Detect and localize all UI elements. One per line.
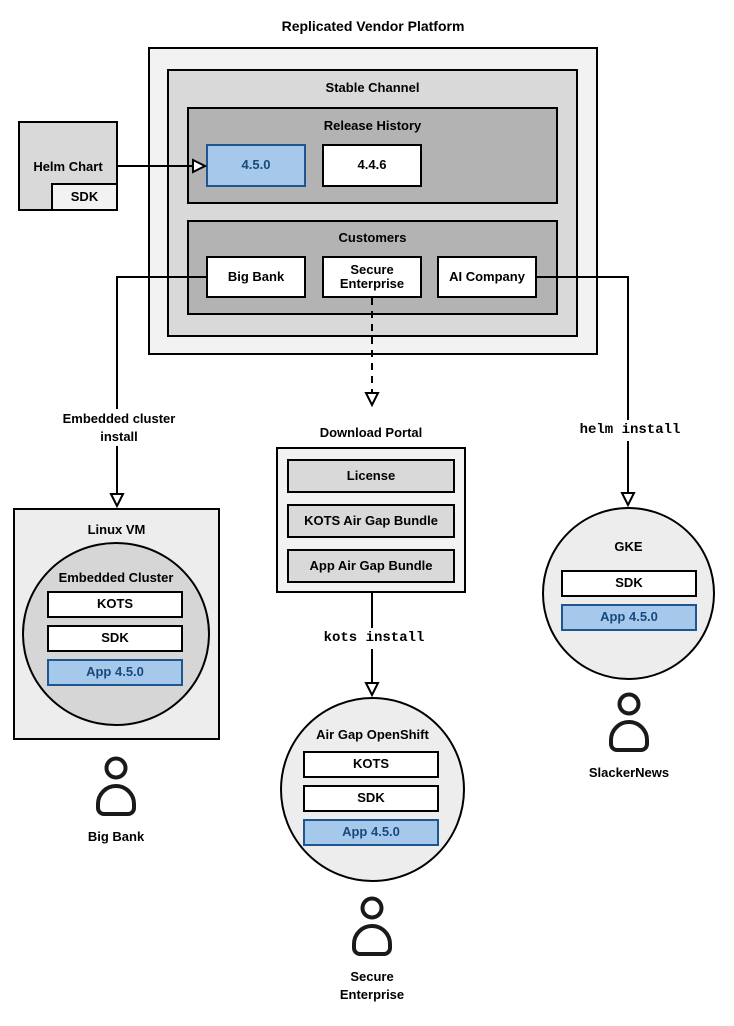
edge-label-embedded-cluster-install: Embedded cluster install (52, 409, 186, 447)
air-gap-openshift-label: Air Gap OpenShift (316, 727, 429, 742)
linux-vm-app: App 4.5.0 (47, 659, 183, 686)
user-label-big-bank: Big Bank (87, 829, 145, 844)
download-portal-label: Download Portal (319, 425, 423, 440)
gke-app: App 4.5.0 (561, 604, 697, 631)
gke-label: GKE (614, 539, 643, 554)
portal-item-kots-bundle: KOTS Air Gap Bundle (287, 504, 455, 538)
customer-ai-company: AI Company (437, 256, 537, 298)
portal-item-app-bundle: App Air Gap Bundle (287, 549, 455, 583)
customers-label: Customers (338, 230, 407, 245)
user-label-secure-enterprise: Secure Enterprise (339, 969, 405, 1002)
arrowhead-down-icon (364, 682, 380, 698)
gke-sdk: SDK (561, 570, 697, 597)
user-label-slackernews: SlackerNews (588, 765, 670, 780)
user-icon (609, 692, 649, 752)
user-icon (96, 756, 136, 816)
release-4-4-6: 4.4.6 (322, 144, 422, 187)
portal-item-license: License (287, 459, 455, 493)
arrowhead-down-icon (364, 392, 380, 408)
stable-channel-label: Stable Channel (325, 80, 420, 95)
edge-label-helm-install: helm install (560, 420, 700, 441)
openshift-kots: KOTS (303, 751, 439, 778)
helm-chart-label: Helm Chart (33, 159, 103, 174)
linux-vm-label: Linux VM (87, 522, 146, 537)
customer-big-bank: Big Bank (206, 256, 306, 298)
edge-label-kots-install: kots install (304, 628, 444, 649)
linux-vm-sdk: SDK (47, 625, 183, 652)
release-history-label: Release History (323, 118, 422, 133)
openshift-app: App 4.5.0 (303, 819, 439, 846)
diagram-title: Replicated Vendor Platform (281, 18, 465, 34)
linux-vm-kots: KOTS (47, 591, 183, 618)
helm-chart-sdk: SDK (51, 183, 118, 211)
release-4-5-0: 4.5.0 (206, 144, 306, 187)
arrowhead-down-icon (109, 493, 125, 509)
openshift-sdk: SDK (303, 785, 439, 812)
embedded-cluster-label: Embedded Cluster (58, 570, 174, 585)
user-icon (352, 896, 392, 956)
customer-secure-enterprise: Secure Enterprise (322, 256, 422, 298)
arrowhead-down-icon (620, 492, 636, 508)
